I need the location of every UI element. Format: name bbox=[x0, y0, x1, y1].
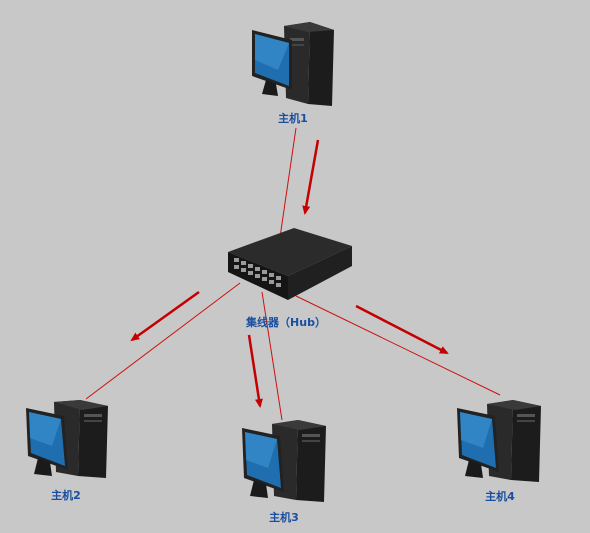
hub-label: 集线器（Hub） bbox=[246, 316, 326, 329]
hub-device bbox=[224, 226, 356, 302]
arrow-host1-to-hub bbox=[302, 139, 320, 215]
arrow-hub-to-host4 bbox=[355, 304, 449, 355]
host4-computer bbox=[455, 398, 545, 486]
computer-icon bbox=[26, 400, 108, 478]
host3-label: 主机3 bbox=[269, 511, 299, 524]
arrow-hub-to-host3 bbox=[247, 334, 263, 408]
computer-icon bbox=[457, 400, 541, 482]
wire-hub-host4 bbox=[295, 295, 501, 396]
host1-computer bbox=[248, 20, 338, 108]
host4-label: 主机4 bbox=[485, 490, 515, 503]
host1-label: 主机1 bbox=[278, 112, 308, 125]
wire-hub-host3 bbox=[261, 291, 283, 421]
arrow-hub-to-host2 bbox=[130, 290, 200, 342]
computer-icon bbox=[252, 22, 334, 106]
host2-label: 主机2 bbox=[51, 489, 81, 502]
host3-computer bbox=[240, 418, 330, 506]
host2-computer bbox=[24, 396, 114, 484]
hub-icon bbox=[228, 228, 352, 300]
computer-icon bbox=[242, 420, 326, 502]
wire-hub-host2 bbox=[85, 282, 241, 400]
